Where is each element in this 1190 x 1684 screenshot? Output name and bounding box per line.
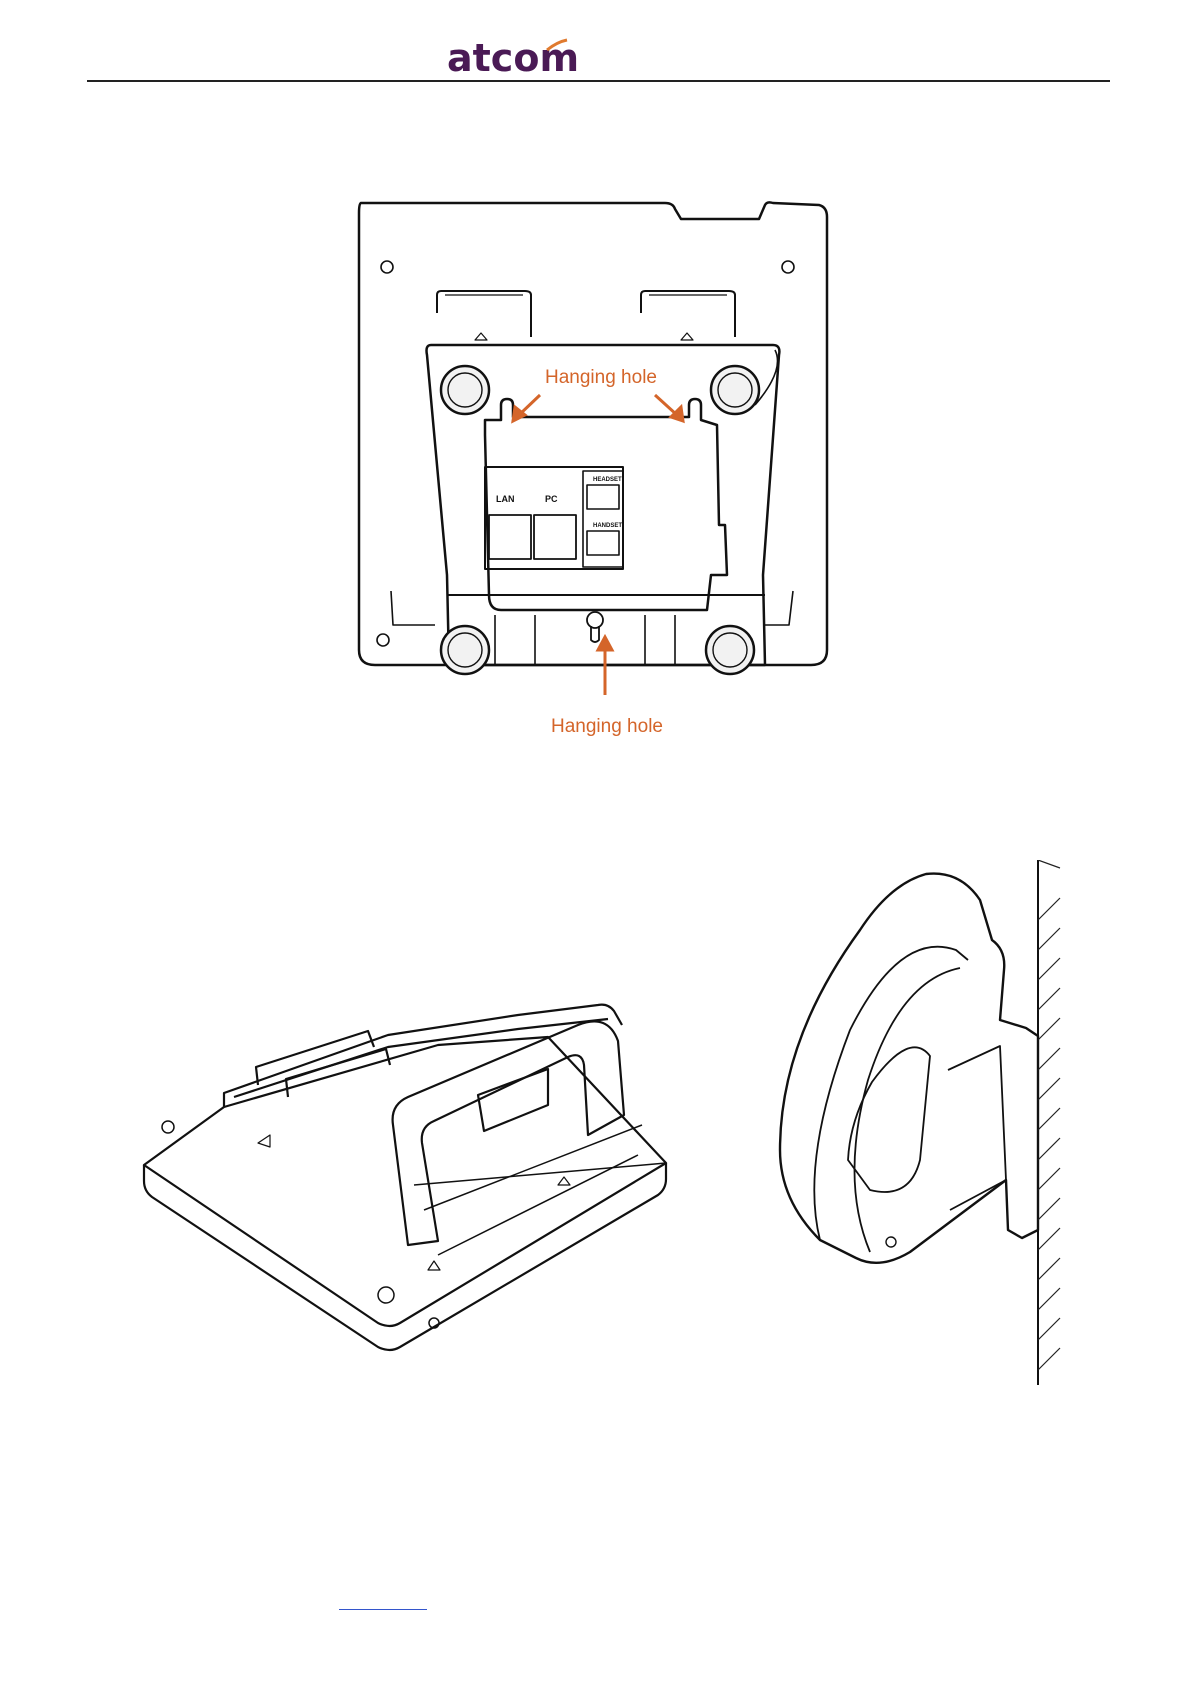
port-label-handset: HANDSET [593,523,622,529]
hanging-bracket-outline [485,399,727,610]
port-label-lan: LAN [496,494,515,504]
header-divider [87,80,1110,82]
wall-hatching [1038,860,1060,1370]
logo-swoosh-icon [545,38,569,52]
callout-hanging-hole-top: Hanging hole [545,367,657,388]
stand-bracket [393,1021,624,1245]
port-label-headset: HEADSET [593,477,622,483]
port-label-pc: PC [545,494,558,504]
wall-mount-side-diagram [760,860,1065,1385]
callout-arrows [513,395,683,695]
base-top-surface [144,1037,666,1326]
callout-hanging-hole-bottom: Hanging hole [551,716,663,737]
phone-stand-perspective-diagram [138,985,673,1355]
phone-back-diagram: LAN PC HEADSET HANDSET Hanging hole Hang… [355,195,835,750]
footer-link[interactable] [339,1608,427,1610]
phone-side-body [780,874,1038,1263]
